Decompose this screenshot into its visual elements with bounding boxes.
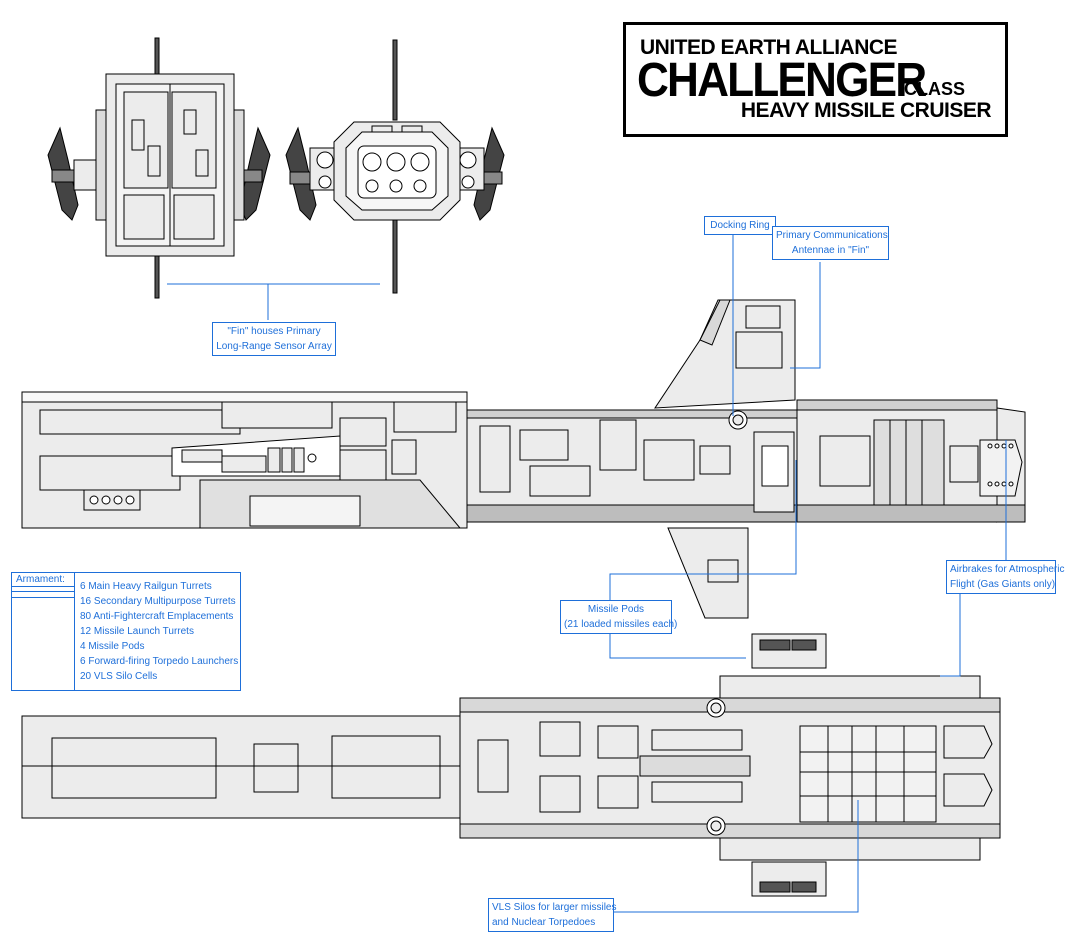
armament-divider — [12, 591, 74, 592]
title-class-suffix: CLASS — [904, 79, 966, 99]
leader-lines — [167, 232, 1007, 913]
callout-missile-pods-line1: Missile Pods — [587, 604, 645, 615]
armament-item: 4 Missile Pods — [80, 641, 145, 652]
top-view — [21, 633, 1001, 897]
callout-airbrakes: Airbrakes for Atmospheric Flight (Gas Gi… — [946, 560, 1065, 594]
armament-column-divider — [74, 573, 75, 690]
armament-item: 12 Missile Launch Turrets — [80, 626, 194, 637]
title-ship-type: HEAVY MISSILE CRUISER — [740, 99, 992, 122]
front-view — [47, 37, 271, 299]
armament-item: 6 Forward-firing Torpedo Launchers — [80, 656, 239, 667]
armament-list: 6 Main Heavy Railgun Turrets 16 Secondar… — [80, 579, 238, 684]
callout-docking-ring-text: Docking Ring — [710, 220, 770, 231]
callout-vls-silos-line1: VLS Silos for larger missiles — [492, 902, 617, 913]
armament-item: 6 Main Heavy Railgun Turrets — [80, 581, 212, 592]
callout-fin-sensor: "Fin" houses Primary Long-Range Sensor A… — [212, 322, 336, 356]
armament-item: 80 Anti-Fightercraft Emplacements — [80, 611, 234, 622]
side-view — [21, 299, 1026, 619]
title-block: UNITED EARTH ALLIANCE CHALLENGER CLASS H… — [623, 22, 1008, 137]
callout-fin-sensor-line1: "Fin" houses Primary — [227, 326, 321, 337]
armament-item: 16 Secondary Multipurpose Turrets — [80, 596, 236, 607]
title-alliance: UNITED EARTH ALLIANCE — [640, 36, 898, 59]
armament-table: Armament: 6 Main Heavy Railgun Turrets 1… — [11, 572, 241, 691]
callout-airbrakes-line1: Airbrakes for Atmospheric — [950, 564, 1065, 575]
callout-vls-silos: VLS Silos for larger missiles and Nuclea… — [488, 898, 617, 932]
callout-missile-pods: Missile Pods (21 loaded missiles each) — [560, 600, 678, 634]
callout-primary-comms: Primary Communications Antennae in "Fin" — [772, 226, 889, 260]
armament-divider — [12, 597, 74, 598]
callout-primary-comms-line2: Antennae in "Fin" — [791, 245, 870, 256]
callout-primary-comms-line1: Primary Communications — [776, 230, 888, 241]
callout-docking-ring: Docking Ring — [704, 216, 776, 235]
armament-item: 20 VLS Silo Cells — [80, 671, 158, 682]
callout-fin-sensor-line2: Long-Range Sensor Array — [216, 341, 332, 352]
title-ship-name: CHALLENGER — [637, 54, 927, 107]
rear-view — [285, 39, 505, 294]
callout-airbrakes-line2: Flight (Gas Giants only) — [950, 579, 1056, 590]
callout-vls-silos-line2: and Nuclear Torpedoes — [492, 917, 596, 928]
armament-heading: Armament: — [12, 573, 74, 587]
callout-missile-pods-line2: (21 loaded missiles each) — [564, 619, 678, 630]
